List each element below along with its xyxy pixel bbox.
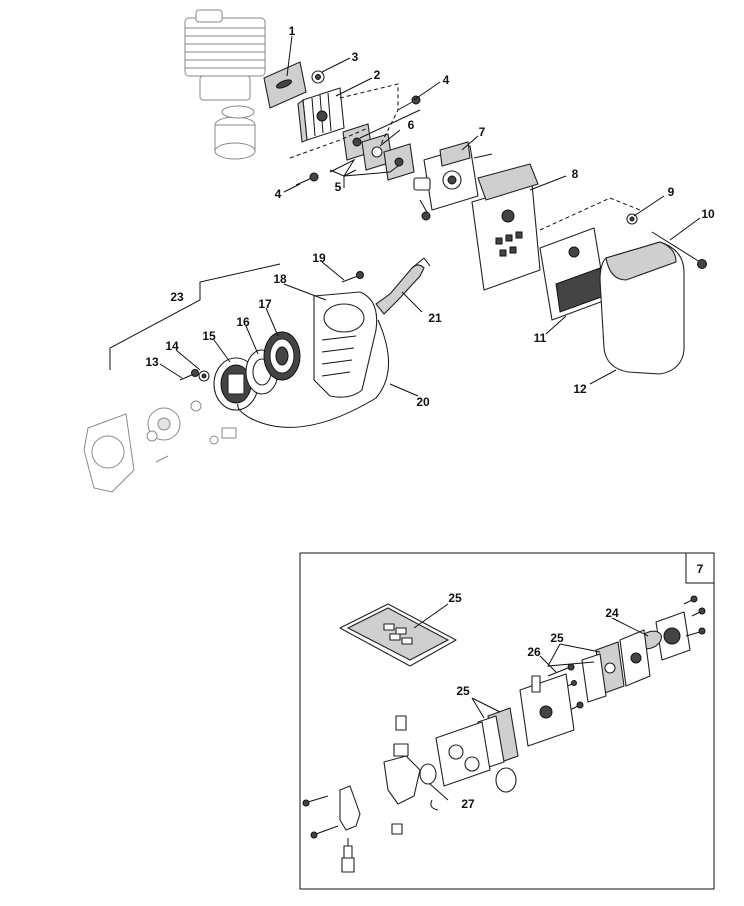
screw-part-4-lower xyxy=(295,172,319,186)
callout-19: 19 xyxy=(312,251,326,265)
callout-9: 9 xyxy=(668,185,675,199)
starter-handle-part-21 xyxy=(375,257,431,315)
callout-14: 14 xyxy=(165,339,179,353)
screw-part-13 xyxy=(179,369,199,381)
carburetor-body xyxy=(519,673,575,747)
screw-inset-b xyxy=(310,825,339,839)
screw-part-4-upper xyxy=(397,95,421,111)
callout-15: 15 xyxy=(202,329,216,343)
callout-20: 20 xyxy=(416,395,430,409)
callout-21: 21 xyxy=(428,311,442,325)
assembly-bracket-23 xyxy=(109,263,281,370)
starter-housing-part-18 xyxy=(313,291,378,398)
inset-label: 7 xyxy=(697,562,704,576)
cylinder-block xyxy=(184,9,266,160)
callout-25-pump: 25 xyxy=(456,684,470,698)
callout-4-upper: 4 xyxy=(443,73,450,87)
callout-2: 2 xyxy=(374,68,381,82)
callout-16: 16 xyxy=(236,315,250,329)
callout-24: 24 xyxy=(605,606,619,620)
air-filter-part-11 xyxy=(539,227,607,321)
crankcase-housing xyxy=(83,400,237,493)
callout-8: 8 xyxy=(572,167,579,181)
callout-13: 13 xyxy=(145,355,159,369)
gasket-part-1 xyxy=(263,61,307,109)
callout-25-diaphragm: 25 xyxy=(550,631,564,645)
callout-25-bag: 25 xyxy=(448,591,462,605)
diaphragm-cover xyxy=(619,629,651,687)
callout-1: 1 xyxy=(289,24,296,38)
callout-4-lower: 4 xyxy=(275,187,282,201)
pump-body xyxy=(435,721,491,787)
nut-part-9 xyxy=(626,213,638,225)
filter-cover-part-12 xyxy=(599,241,685,375)
throttle-lever-part-27 xyxy=(383,715,439,811)
callout-3: 3 xyxy=(352,50,359,64)
inset-frame xyxy=(299,552,715,890)
nut-part-3 xyxy=(311,70,325,84)
starter-rope-part-20 xyxy=(237,319,389,428)
callout-10: 10 xyxy=(701,207,715,221)
callout-26: 26 xyxy=(527,645,541,659)
inset-label-box xyxy=(685,552,715,584)
lever-arm xyxy=(339,785,361,831)
callout-18: 18 xyxy=(273,272,287,286)
carburetor-part-7 xyxy=(413,141,493,221)
callout-11: 11 xyxy=(534,331,547,345)
flange-part-24 xyxy=(638,595,706,661)
insulator-part-2 xyxy=(297,87,345,143)
adjuster-screw xyxy=(341,838,355,873)
callout-23: 23 xyxy=(170,290,184,304)
callout-12: 12 xyxy=(573,382,587,396)
o-ring xyxy=(495,767,517,793)
callout-5: 5 xyxy=(335,180,342,194)
long-screw-part-10 xyxy=(651,231,707,269)
leader-lines-inset xyxy=(413,603,649,801)
callout-6: 6 xyxy=(408,118,415,132)
diaphragm-plate xyxy=(581,653,607,703)
filter-base-part-8 xyxy=(471,163,541,291)
callout-7: 7 xyxy=(479,125,486,139)
callout-17: 17 xyxy=(258,297,272,311)
callout-27: 27 xyxy=(461,797,475,811)
screw-part-19 xyxy=(341,271,364,283)
screw-inset-a xyxy=(302,795,329,807)
spring-part-17 xyxy=(263,331,301,381)
repair-kit-bag-part-25 xyxy=(339,603,457,667)
leader-lines-upper xyxy=(159,35,701,397)
washer-part-14 xyxy=(198,370,210,382)
plug-inset xyxy=(391,823,403,835)
